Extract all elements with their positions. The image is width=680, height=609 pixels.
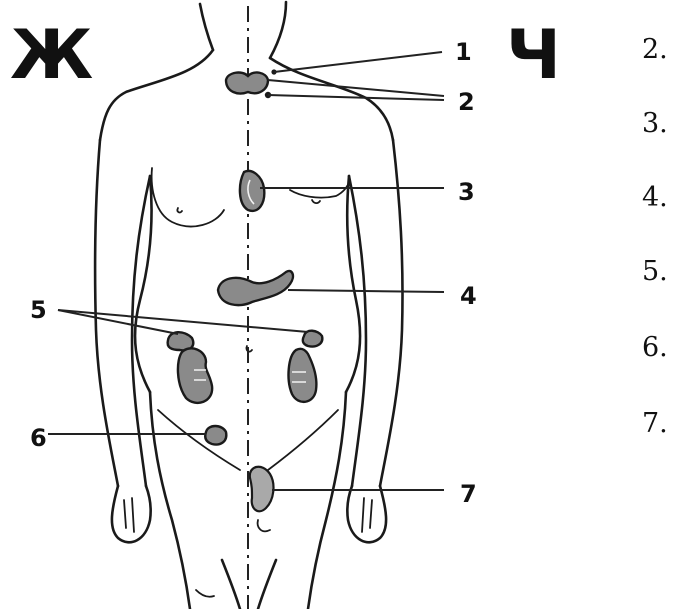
callout-2: 2 xyxy=(458,88,475,116)
callout-4: 4 xyxy=(460,282,477,310)
callout-1: 1 xyxy=(455,38,472,66)
ovary xyxy=(205,426,226,445)
answer-item-6: 6. xyxy=(642,332,668,363)
testis xyxy=(250,467,274,532)
female-label: Ж xyxy=(10,16,93,95)
answer-item-5: 5. xyxy=(642,256,668,287)
callout-3: 3 xyxy=(458,178,475,206)
male-label: Ч xyxy=(506,16,561,95)
answer-item-3: 3. xyxy=(642,108,668,139)
thyroid-gland xyxy=(226,69,277,98)
callout-5: 5 xyxy=(30,296,47,324)
answer-item-2: 2. xyxy=(642,34,668,65)
thymus-gland xyxy=(240,171,264,211)
callout-7: 7 xyxy=(460,480,477,508)
callout-6: 6 xyxy=(30,424,47,452)
answer-item-4: 4. xyxy=(642,182,668,213)
answer-item-7: 7. xyxy=(642,408,668,439)
pancreas xyxy=(218,271,293,305)
